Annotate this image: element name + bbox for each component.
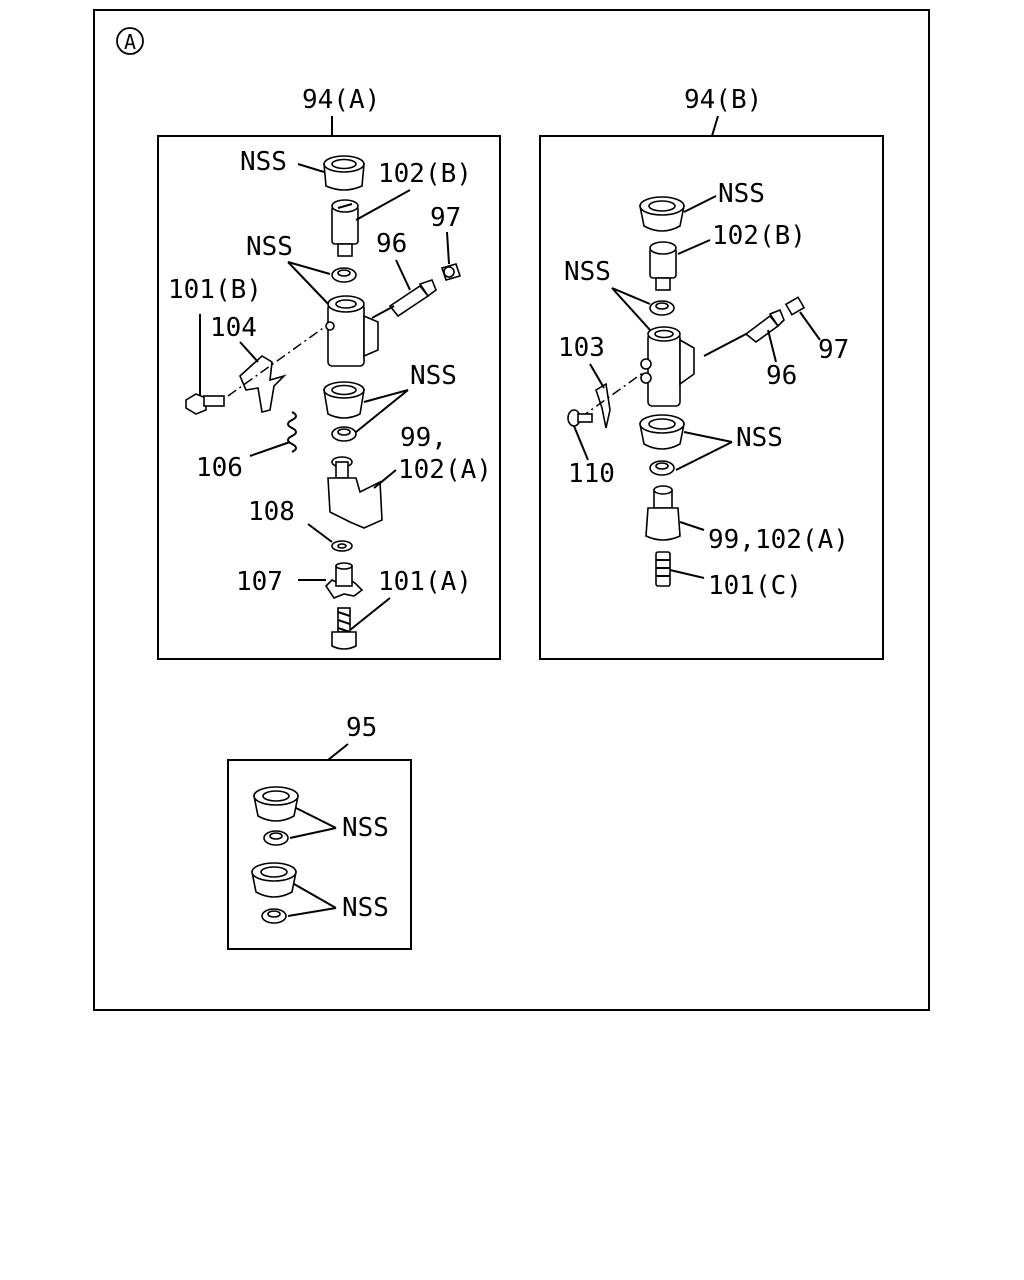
label-nss-lower: NSS (410, 361, 457, 391)
washer-108-part (331, 540, 353, 552)
bracket-104-part (239, 355, 287, 413)
nss-cup-part (251, 862, 297, 898)
group-94b: 94(B) NSS 102(B) NSS (539, 85, 884, 660)
clip-103-part (595, 382, 611, 429)
label-nss-top: NSS (240, 147, 287, 177)
label-101b: 101(B) (168, 275, 262, 305)
bleeder-96-part (371, 279, 437, 319)
label-nss-lower: NSS (736, 423, 783, 453)
label-97: 97 (430, 203, 461, 233)
screw-110-part (567, 409, 593, 427)
group-94b-box (539, 135, 884, 660)
label-102b: 102(B) (712, 221, 806, 251)
label-101a: 101(A) (378, 567, 472, 597)
label-nss-2: NSS (342, 893, 389, 923)
label-nss-mid: NSS (564, 257, 611, 287)
label-nss-mid: NSS (246, 232, 293, 262)
group-95-title: 95 (346, 713, 377, 743)
nss-cup-part (323, 155, 365, 191)
label-nss-1: NSS (342, 813, 389, 843)
group-94a: 94(A) NSS 102(B) 97 (157, 85, 501, 660)
nss-ring-part (649, 300, 675, 316)
label-97: 97 (818, 335, 849, 365)
label-nss-top: NSS (718, 179, 765, 209)
label-99: 99, (400, 423, 447, 453)
spring-106-part (287, 411, 297, 453)
nss-cup-part (639, 196, 685, 232)
label-102b: 102(B) (378, 159, 472, 189)
body-housing-part (640, 326, 695, 407)
cap-97-part (784, 296, 806, 316)
label-110: 110 (568, 459, 615, 489)
group-95: 95 NSS NSS (227, 713, 412, 950)
nss-ring-part (261, 908, 287, 924)
plug-102b-part (331, 199, 359, 257)
label-96: 96 (376, 229, 407, 259)
nss-cup-part (253, 786, 299, 822)
nss-lower-cup-part (323, 381, 365, 419)
lockwasher-107-part (324, 562, 364, 599)
view-marker: A (116, 27, 144, 55)
label-96: 96 (766, 361, 797, 391)
label-103: 103 (558, 333, 605, 363)
nss-lower-ring-part (331, 426, 357, 442)
pin-101c-part (655, 551, 671, 587)
body-housing-part (325, 295, 379, 367)
view-marker-letter: A (124, 30, 136, 54)
label-101c: 101(C) (708, 571, 802, 601)
label-108: 108 (248, 497, 295, 527)
outer-frame (93, 9, 930, 1011)
nss-lower-cup-part (639, 414, 685, 450)
label-107: 107 (236, 567, 283, 597)
label-99-102a: 99,102(A) (708, 525, 849, 555)
group-94a-title: 94(A) (302, 85, 380, 115)
label-106: 106 (196, 453, 243, 483)
plug-102b-part (649, 241, 677, 291)
group-94a-box (157, 135, 501, 660)
label-102a: 102(A) (398, 455, 492, 485)
bleeder-96-part (744, 308, 785, 344)
label-104: 104 (210, 313, 257, 343)
nss-ring-part (331, 267, 357, 283)
bolt-101b-part (185, 393, 225, 415)
screw-101a-part (331, 607, 357, 650)
piston-99-102a-part (645, 485, 681, 541)
nss-lower-ring-part (649, 460, 675, 476)
cap-97-part (440, 263, 462, 281)
piston-99-102a-part (327, 456, 383, 529)
nss-ring-part (263, 830, 289, 846)
group-95-box (227, 759, 412, 950)
group-94b-title: 94(B) (684, 85, 762, 115)
